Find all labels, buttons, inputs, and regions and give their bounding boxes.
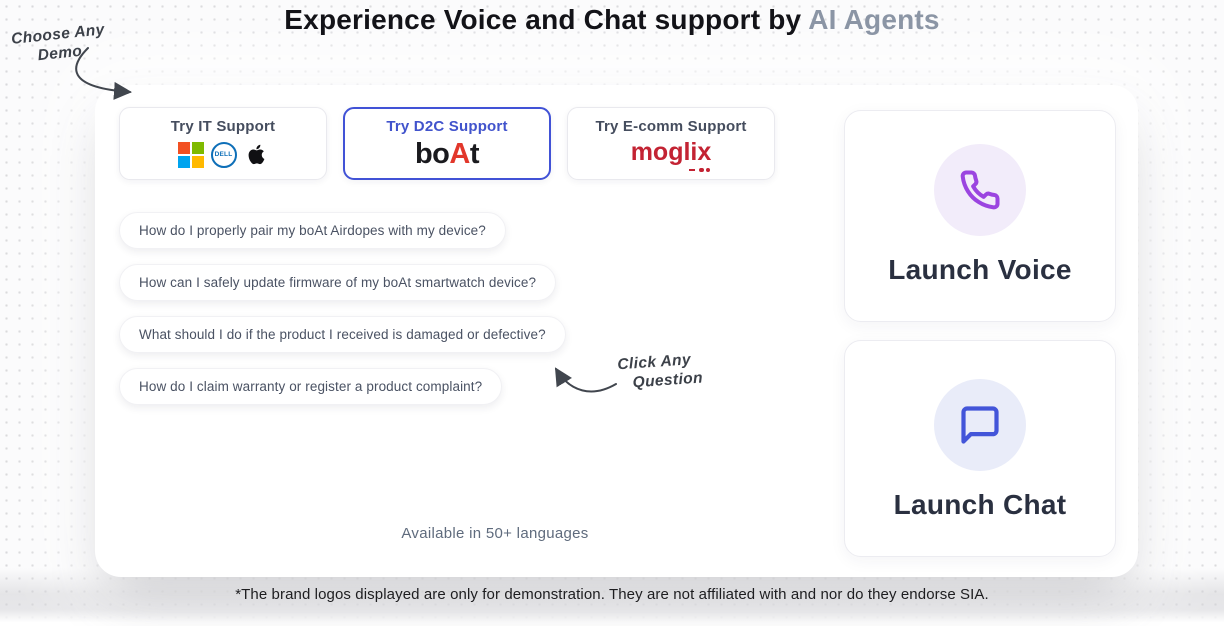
boat-logo-accent: A [449,138,470,170]
page-title-highlight: AI Agents [808,4,940,35]
apple-logo-icon [248,144,264,165]
launch-voice-card[interactable]: Launch Voice [844,110,1116,322]
question-chip-claim-warranty[interactable]: How do I claim warranty or register a pr… [119,368,503,405]
chat-icon-circle [934,379,1026,471]
tab-d2c-support[interactable]: Try D2C Support boAt [343,107,551,180]
footer-disclaimer: *The brand logos displayed are only for … [235,586,989,603]
tab-it-support-label: Try IT Support [170,117,276,135]
launch-voice-label: Launch Voice [888,254,1072,285]
voice-icon-circle [934,144,1026,236]
tab-ecomm-support[interactable]: Try E-comm Support moglix [567,107,775,180]
choose-demo-arrow-icon [75,47,132,100]
dell-logo-icon: DELL [210,141,237,168]
boat-logo-suffix: t [469,138,480,170]
moglix-logo: moglix [630,138,712,172]
question-chip-pair-airdopes[interactable]: How do I properly pair my boAt Airdopes … [119,212,506,249]
dell-logo-text: DELL [214,151,233,158]
click-question-arrow-icon [554,367,617,393]
moglix-logo-marks [689,167,711,172]
question-list: How do I properly pair my boAt Airdopes … [119,212,566,420]
microsoft-logo-icon [177,141,204,168]
launch-chat-label: Launch Chat [893,489,1067,520]
d2c-support-logos: boAt [414,138,480,170]
tab-it-support[interactable]: Try IT Support DELL [119,107,327,180]
chat-icon [961,406,999,444]
moglix-logo-text: moglix [630,138,712,166]
question-chip-damaged-product[interactable]: What should I do if the product I receiv… [119,316,566,353]
ecomm-support-logos: moglix [630,138,712,172]
tab-ecomm-support-label: Try E-comm Support [595,117,747,135]
phone-icon [960,170,1000,210]
demo-tabs: Try IT Support DELL Try D2C Support boAt… [119,107,775,180]
it-support-logos: DELL [177,140,269,170]
boat-logo: boAt [414,138,480,170]
languages-note: Available in 50+ languages [401,525,589,542]
launch-chat-card[interactable]: Launch Chat [844,340,1116,557]
page-title-main: Experience Voice and Chat support by [284,4,809,35]
tab-d2c-support-label: Try D2C Support [386,117,508,135]
bottom-gradient-band [0,568,1224,626]
page-title: Experience Voice and Chat support by AI … [0,4,1224,36]
question-chip-update-firmware[interactable]: How can I safely update firmware of my b… [119,264,557,301]
boat-logo-prefix: bo [414,138,450,170]
demo-panel: Try IT Support DELL Try D2C Support boAt… [95,85,1138,577]
click-question-annotation: Click Any Question [617,349,715,394]
